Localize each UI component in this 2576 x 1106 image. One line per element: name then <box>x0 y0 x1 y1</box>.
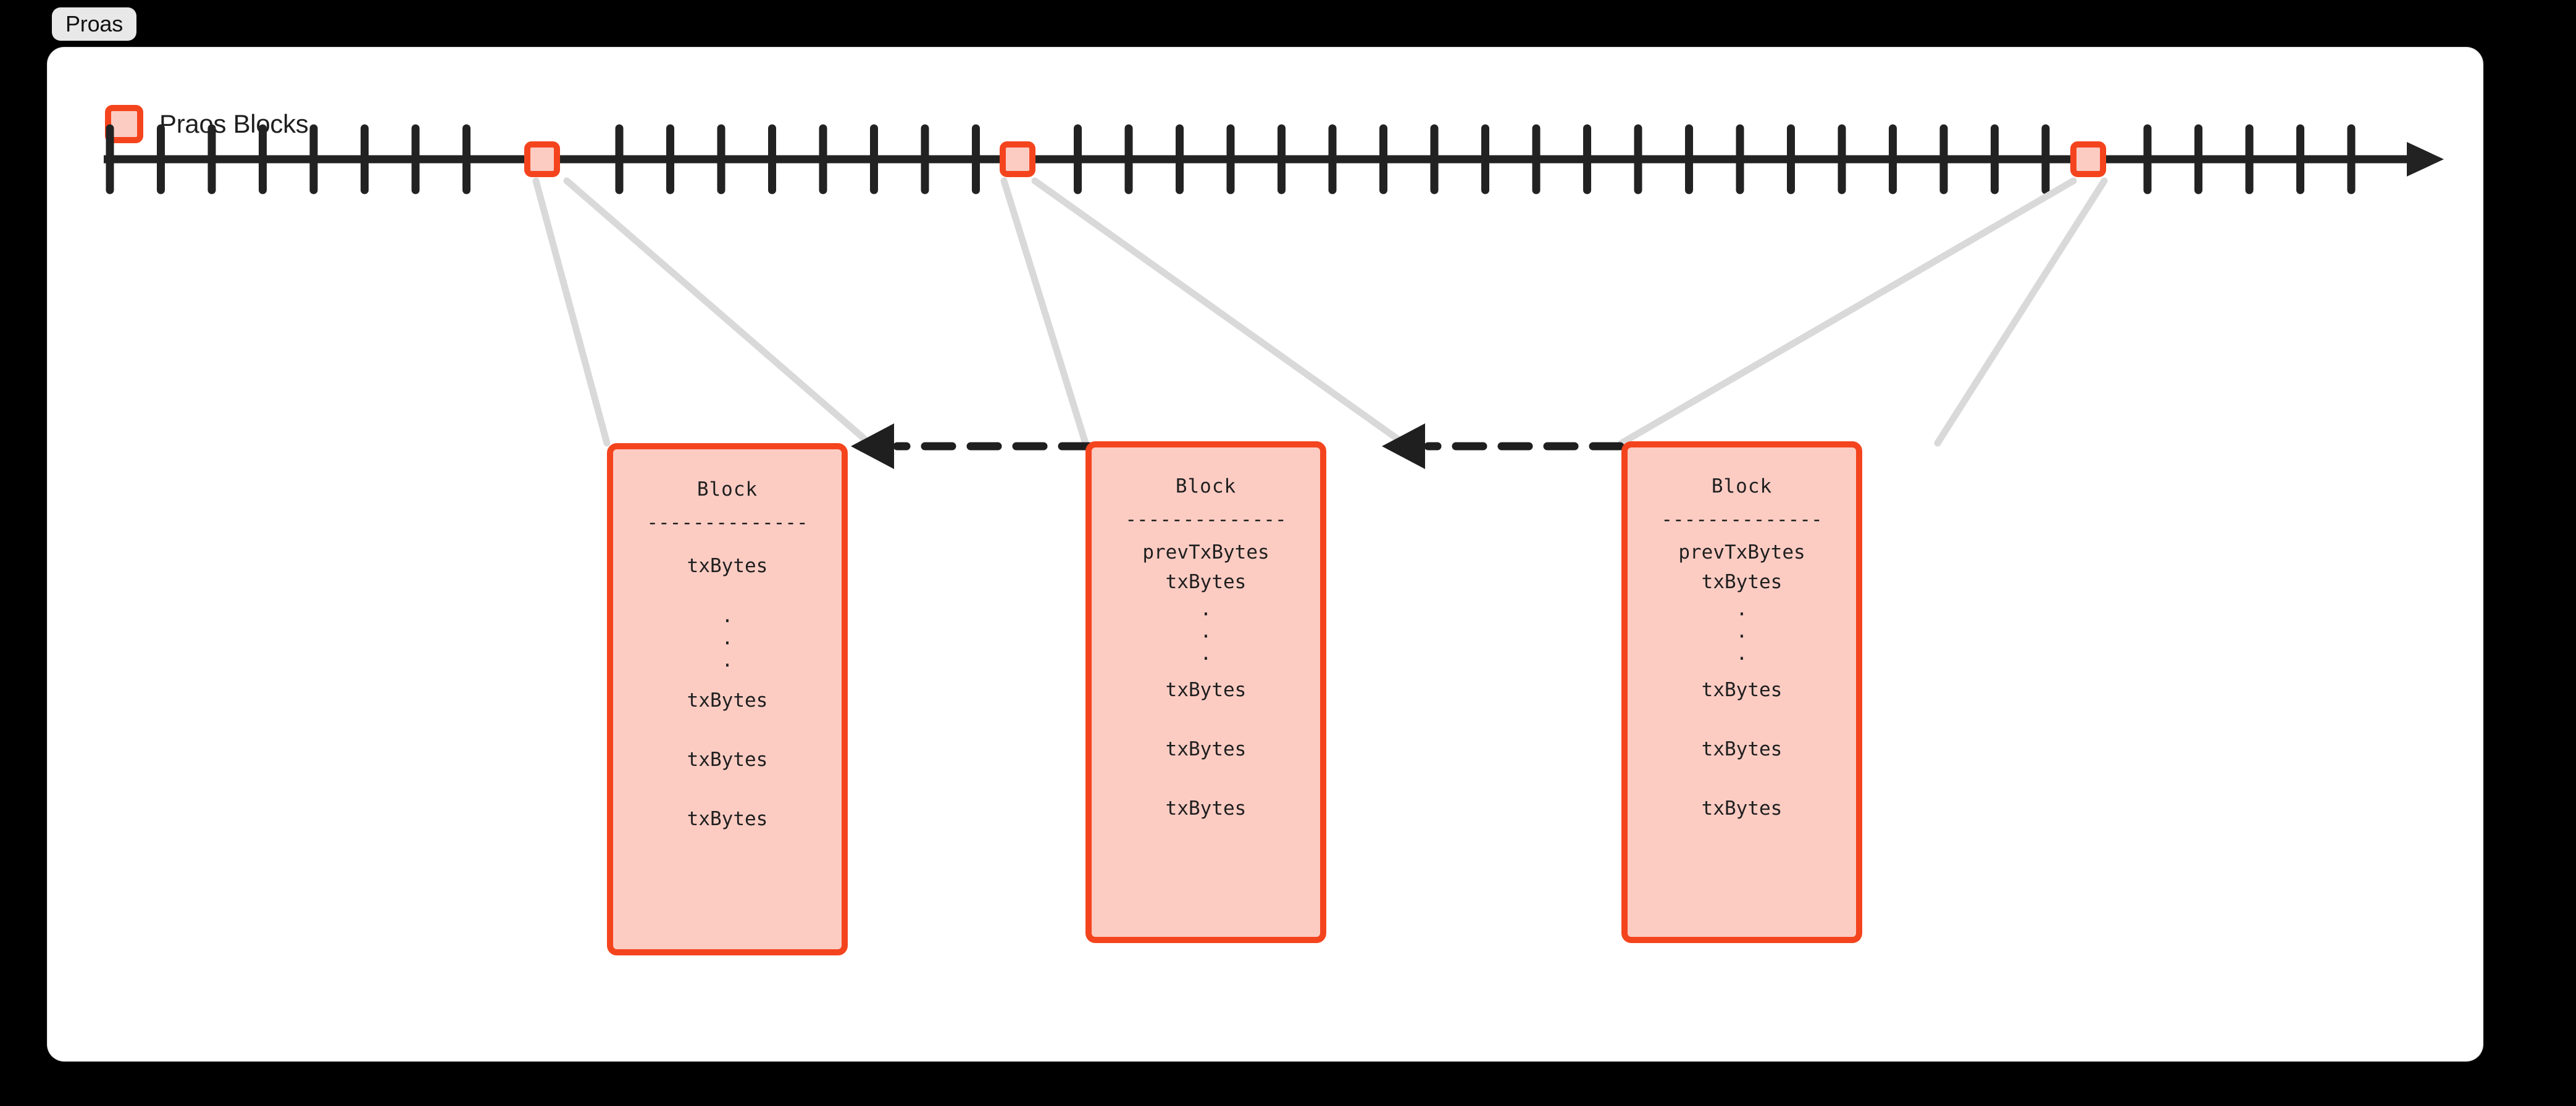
block-title: Block <box>1711 475 1773 497</box>
block-ellipsis-dot: . <box>1200 620 1212 642</box>
legend-label: Praos Blocks <box>159 109 309 138</box>
block-title: Block <box>1175 475 1237 497</box>
block-field-txbytes: txBytes <box>687 749 768 771</box>
diagram-canvas: Praos Blocks <box>48 48 2482 1060</box>
link-arrowhead-3-to-2 <box>1382 423 1425 469</box>
block-ellipsis-dot: . <box>721 649 734 672</box>
timeline-arrow-icon <box>2407 142 2444 177</box>
block-field-txbytes: txBytes <box>1701 679 1783 701</box>
block-field-txbytes: txBytes <box>1701 797 1783 820</box>
block-field-prevtxbytes: prevTxBytes <box>1678 541 1805 563</box>
block-field-prevtxbytes: prevTxBytes <box>1142 541 1269 563</box>
block-field-txbytes: txBytes <box>687 808 768 830</box>
block-field-txbytes: txBytes <box>1701 571 1783 593</box>
praos-block-3[interactable]: Block -------------- prevTxBytes txBytes...… <box>1621 441 1862 943</box>
block-ellipsis-dot: . <box>1736 620 1748 642</box>
block-field-txbytes: txBytes <box>1165 738 1247 760</box>
praos-block-2[interactable]: Block -------------- prevTxBytes txBytes...… <box>1085 441 1326 943</box>
block-ellipsis-dot: . <box>721 605 734 627</box>
block-ellipsis-dot: . <box>1736 598 1748 620</box>
block-ellipsis-dot: . <box>1736 642 1748 665</box>
block-title: Block <box>696 478 758 501</box>
block-ellipsis-dot: . <box>1200 642 1212 665</box>
timeline-marker-block-1[interactable] <box>524 141 560 177</box>
block-field-txbytes: txBytes <box>1701 738 1783 760</box>
tab-praos[interactable]: Proas <box>52 7 137 41</box>
block-divider: -------------- <box>1661 509 1823 531</box>
block-field-txbytes: txBytes <box>1165 797 1247 820</box>
praos-block-1[interactable]: Block -------------- txBytes... txBytes txBy… <box>607 443 848 955</box>
legend: Praos Blocks <box>105 105 309 143</box>
block-divider: -------------- <box>1125 509 1287 531</box>
block-field-txbytes: txBytes <box>1165 679 1247 701</box>
timeline-marker-block-2[interactable] <box>1000 141 1035 177</box>
block-field-txbytes: txBytes <box>687 689 768 712</box>
timeline-marker-block-3[interactable] <box>2070 141 2106 177</box>
block-field-txbytes: txBytes <box>1165 571 1247 593</box>
block-ellipsis-dot: . <box>1200 598 1212 620</box>
praos-block-swatch-icon <box>105 105 143 143</box>
block-field-txbytes: txBytes <box>687 555 768 577</box>
block-connector-lines <box>532 177 2108 447</box>
link-arrowhead-2-to-1 <box>851 423 894 469</box>
timeline-ticks <box>106 124 2356 194</box>
block-ellipsis-dot: . <box>721 627 734 649</box>
block-divider: -------------- <box>646 512 808 534</box>
